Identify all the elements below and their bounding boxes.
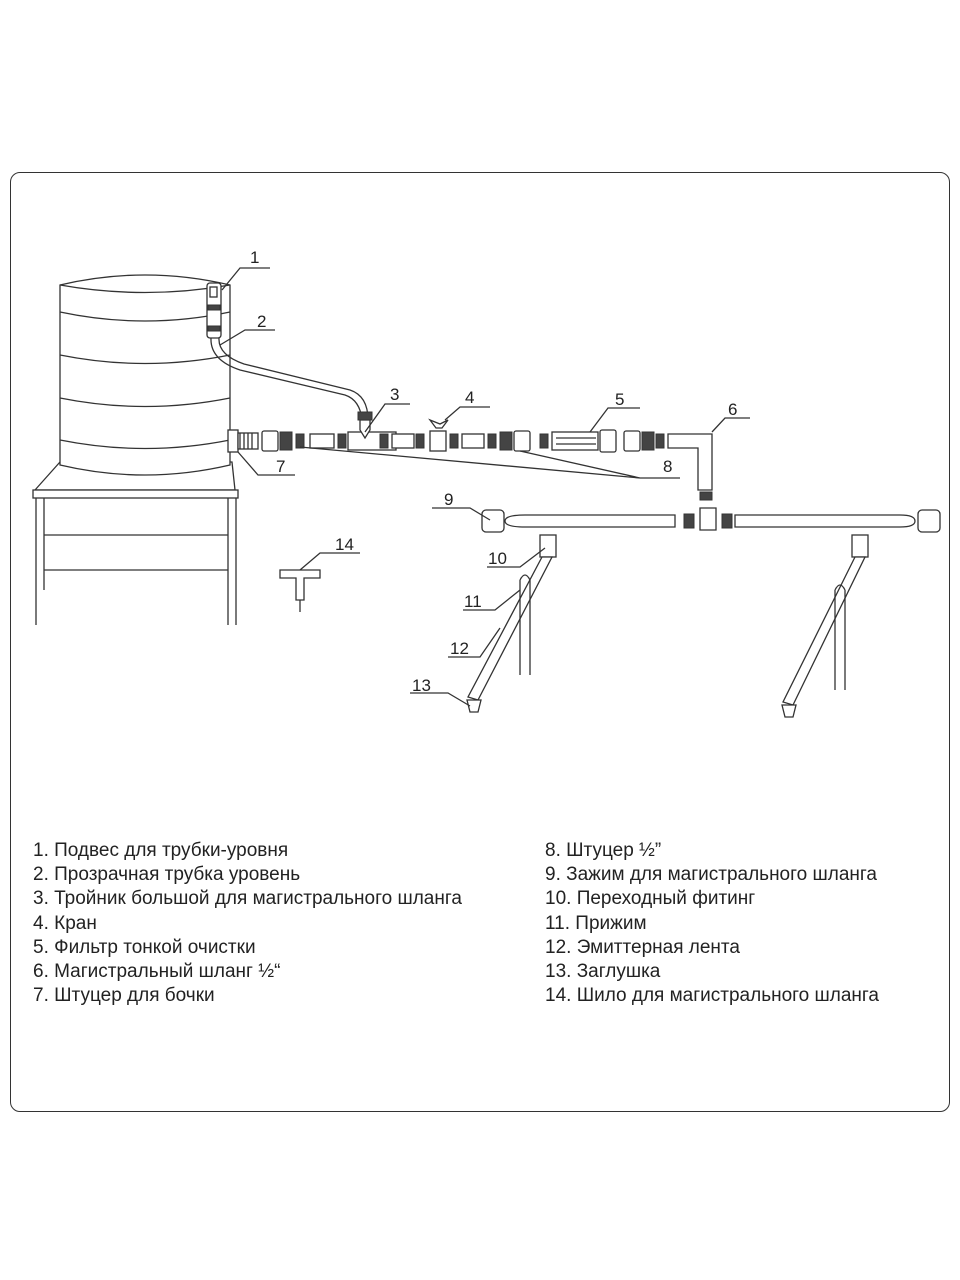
legend-item: 2. Прозрачная трубка уровень xyxy=(33,864,301,886)
callout-6: 6 xyxy=(728,400,737,419)
diagram-frame xyxy=(10,172,950,1112)
callout-10: 10 xyxy=(488,549,507,568)
callout-11: 11 xyxy=(464,592,482,611)
legend-item: 9. Зажим для магистрального шланга xyxy=(545,864,877,886)
legend-item: 10. Переходный фитинг xyxy=(545,888,756,910)
callout-1: 1 xyxy=(250,248,259,267)
main-pipeline xyxy=(227,411,713,501)
barrel-stand xyxy=(32,461,239,625)
legend-item: 8. Штуцер ½” xyxy=(545,840,662,861)
callout-8: 8 xyxy=(663,457,672,476)
legend-item: 7. Штуцер для бочки xyxy=(33,985,215,1007)
level-tube-holder xyxy=(206,282,222,339)
callout-3: 3 xyxy=(390,385,399,404)
legend-item: 14. Шило для магистрального шланга xyxy=(545,985,879,1007)
barrel xyxy=(59,274,231,476)
distribution-hose xyxy=(481,507,941,533)
callout-12: 12 xyxy=(450,639,469,658)
callout-2: 2 xyxy=(257,312,266,331)
callout-9: 9 xyxy=(444,490,453,509)
legend-item: 1. Подвес для трубки-уровня xyxy=(33,840,289,861)
legend-item: 6. Магистральный шланг ½“ xyxy=(33,961,281,983)
awl-tool xyxy=(279,569,321,612)
legend-item: 13. Заглушка xyxy=(545,961,661,983)
callout-14: 14 xyxy=(335,535,354,554)
legend-item: 11. Прижим xyxy=(545,912,647,934)
callout-13: 13 xyxy=(412,676,431,695)
legend-item: 3. Тройник большой для магистрального шл… xyxy=(33,888,462,910)
callout-5: 5 xyxy=(615,390,624,409)
callout-4: 4 xyxy=(465,388,474,407)
drip-line-right xyxy=(781,534,869,718)
drip-line-left xyxy=(466,534,557,713)
legend-item: 4. Кран xyxy=(33,912,97,934)
legend-item: 5. Фильтр тонкой очистки xyxy=(33,936,256,958)
transparent-level-tube xyxy=(210,337,369,421)
legend-left: 1. Подвес для трубки-уровня 2. Прозрачна… xyxy=(33,839,462,1008)
legend-item: 12. Эмиттерная лента xyxy=(545,936,740,958)
callout-7: 7 xyxy=(276,457,285,476)
legend-right: 8. Штуцер ½” 9. Зажим для магистрального… xyxy=(545,839,879,1008)
